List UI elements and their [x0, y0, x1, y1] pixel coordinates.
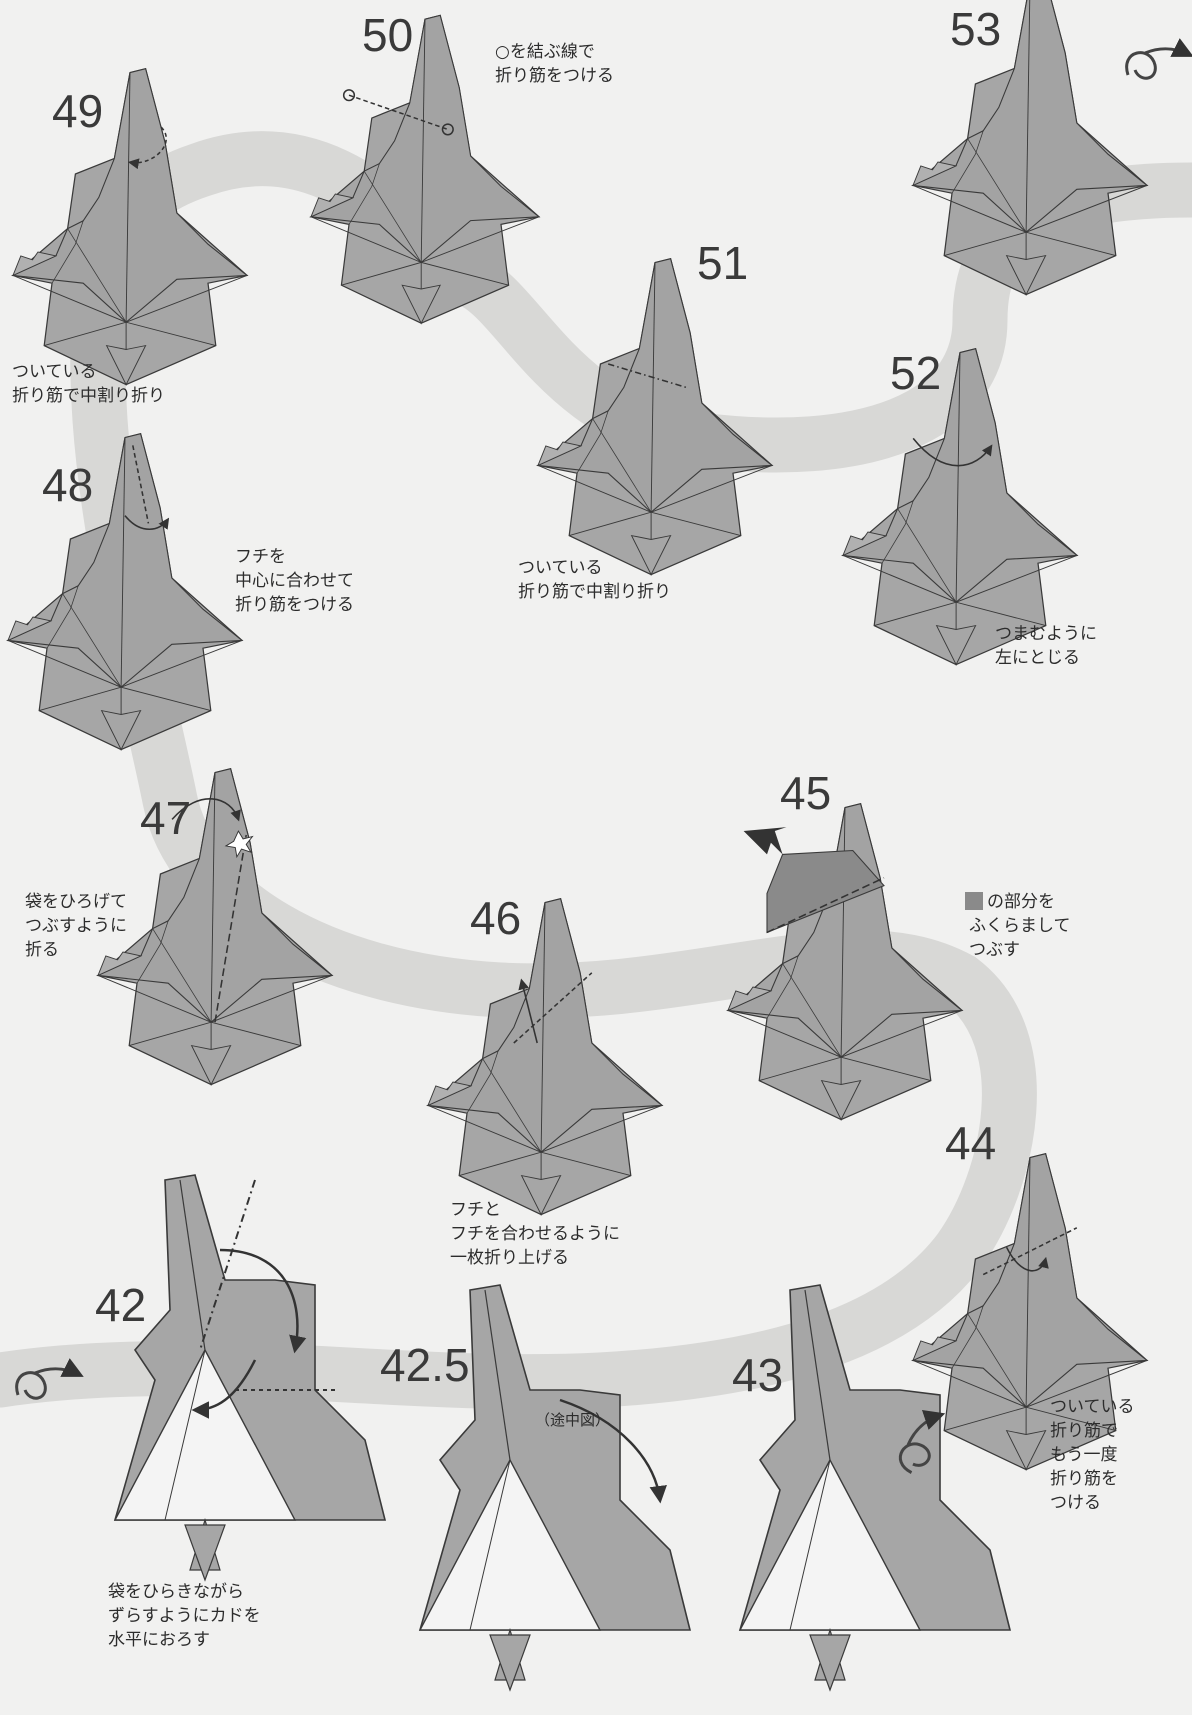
step-53-figure — [913, 0, 1147, 295]
push-arrow-icon — [744, 827, 787, 854]
step-number: 45 — [780, 770, 831, 816]
step-number: 47 — [140, 795, 191, 841]
step-42-5-caption: （途中図） — [535, 1408, 610, 1432]
step-number: 51 — [697, 240, 748, 286]
step-number: 48 — [42, 462, 93, 508]
step-number: 46 — [470, 895, 521, 941]
shaded-area-legend-icon — [965, 892, 983, 910]
step-number: 52 — [890, 350, 941, 396]
step-number: 44 — [945, 1120, 996, 1166]
step-47-caption: 袋をひろげてつぶすように折る — [25, 890, 127, 962]
step-51-caption: ついている折り筋で中割り折り — [518, 556, 671, 604]
step-46-caption: フチとフチを合わせるように一枚折り上げる — [450, 1198, 620, 1270]
step-49-caption: ついている折り筋で中割り折り — [12, 360, 165, 408]
step-number: 49 — [52, 88, 103, 134]
turn-over-icon — [1127, 49, 1190, 78]
step-number: 42.5 — [380, 1342, 470, 1388]
step-49-figure — [13, 69, 247, 385]
step-number: 43 — [732, 1352, 783, 1398]
step-number: 53 — [950, 6, 1001, 52]
step-52-figure — [843, 349, 1077, 665]
step-number: 50 — [362, 12, 413, 58]
step-50-caption: ○を結ぶ線で折り筋をつける — [495, 40, 614, 88]
step-46-figure — [428, 899, 662, 1215]
step-number: 42 — [95, 1282, 146, 1328]
step-48-caption: フチを中心に合わせて折り筋をつける — [235, 545, 354, 617]
step-42-caption: 袋をひらきながらずらすようにカドを水平におろす — [108, 1580, 261, 1652]
step-44-caption: ついている折り筋でもう一度折り筋をつける — [1050, 1395, 1135, 1515]
step-52-caption: つまむように左にとじる — [995, 622, 1097, 670]
step-45-caption: の部分を ふくらましてつぶす — [965, 890, 1071, 962]
